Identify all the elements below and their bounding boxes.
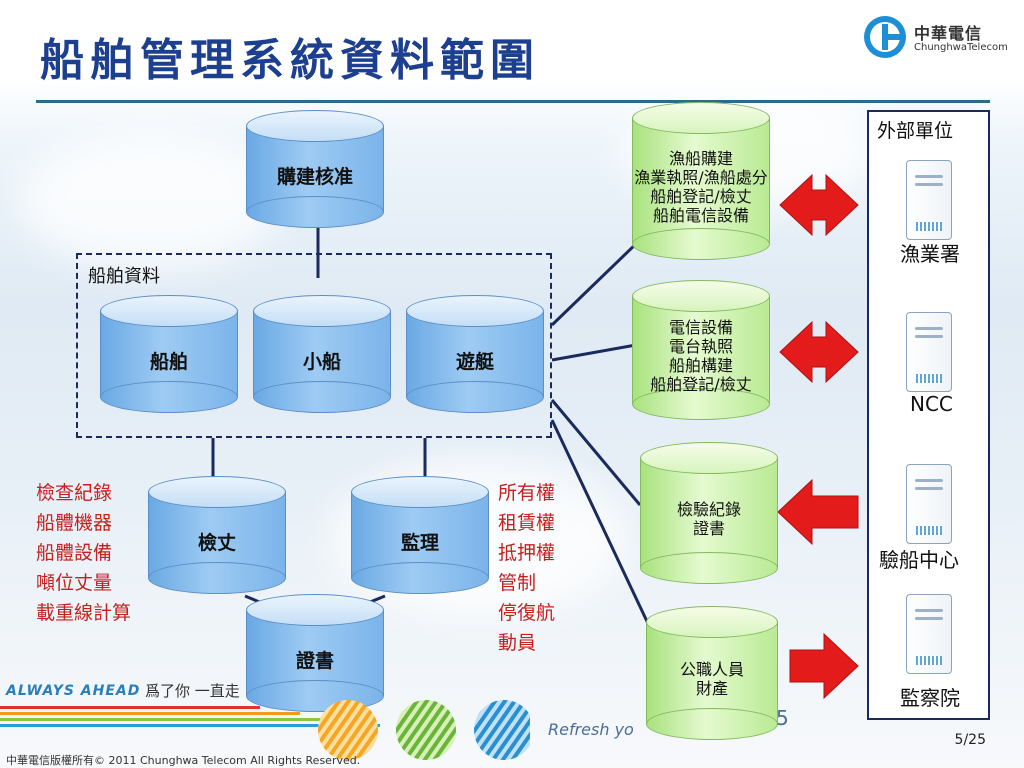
bidirectional-arrow-fishery [779, 173, 859, 237]
cylinder-official-property: 公職人員 財產 [646, 606, 778, 740]
official-property-line: 財產 [695, 679, 728, 698]
footer-stripe [0, 718, 340, 721]
server-icon [906, 464, 952, 544]
page-title: 船舶管理系統資料範圍 [40, 35, 540, 86]
ship-data-group [76, 253, 552, 438]
cylinder-certificate-label: 證書 [295, 649, 334, 672]
cylinder-inspection-record: 檢驗紀錄 證書 [640, 442, 778, 584]
cylinder-ship: 船舶 [100, 295, 238, 413]
cylinder-supervision-label: 監理 [400, 531, 439, 554]
fishery-data-line: 船舶電信設備 [652, 206, 749, 226]
chunghwa-logo: 中華電信 ChunghwaTelecom [862, 14, 1012, 64]
cylinder-yacht-label: 遊艇 [455, 350, 494, 373]
cylinder-telecom-data: 電信設備 電台執照 船舶構建 船舶登記/檢丈 [632, 280, 770, 420]
cylinder-inspection-label: 檢丈 [197, 531, 236, 554]
external-unit-ncc: NCC [910, 392, 953, 416]
external-units-title: 外部單位 [877, 120, 954, 142]
orange-ball [318, 700, 378, 760]
green-ball [396, 700, 456, 760]
server-icon [906, 160, 952, 240]
cylinder-small-boat: 小船 [253, 295, 391, 413]
arrow-to-control-yuan [789, 632, 859, 700]
connector-data-to-fishery [550, 238, 642, 327]
telecom-data-line: 船舶登記/檢丈 [650, 375, 752, 395]
fishery-data-line: 船舶登記/檢丈 [650, 187, 752, 206]
connector-data-to-official [550, 419, 654, 633]
external-unit-fishery-agency: 漁業署 [900, 242, 960, 266]
bidirectional-arrow-ncc [779, 320, 859, 384]
fishery-data-line: 漁業執照/漁船處分 [634, 167, 768, 187]
connector-data-to-inspection-record [550, 399, 642, 506]
connector-data-to-telecom [551, 343, 637, 362]
cylinder-inspection-record-label: 檢驗紀錄 證書 [640, 470, 778, 568]
cylinder-supervision: 監理 [351, 476, 489, 594]
server-icon [906, 594, 952, 674]
server-icon [906, 312, 952, 392]
telecom-data-line: 電台執照 [668, 336, 733, 356]
inspection-record-line: 檢驗紀錄 [676, 499, 741, 519]
external-unit-control-yuan: 監察院 [900, 686, 960, 710]
title-divider [36, 100, 990, 103]
cylinder-official-property-label: 公職人員 財產 [646, 634, 778, 724]
inspection-record-line: 證書 [692, 519, 725, 538]
blue-ball [474, 700, 530, 760]
footer-slogan: ALWAYS AHEAD [6, 683, 141, 699]
logo-text-en: ChunghwaTelecom [914, 42, 1008, 53]
footer-stripe [0, 712, 300, 715]
cylinder-fishery-data-label: 漁船購建 漁業執照/漁船處分 船舶登記/檢丈 船舶電信設備 [632, 130, 770, 244]
footer-refresh-text: Refresh yo [548, 720, 634, 739]
cylinder-telecom-data-label: 電信設備 電台執照 船舶構建 船舶登記/檢丈 [632, 308, 770, 404]
footer-stripe [0, 706, 260, 709]
cylinder-inspection: 檢丈 [148, 476, 286, 594]
cylinder-small-boat-label: 小船 [302, 350, 341, 373]
arrow-from-inspection-center [777, 478, 859, 546]
footer-decor-balls [318, 700, 530, 760]
telecom-data-line: 電信設備 [668, 317, 733, 337]
official-property-line: 公職人員 [679, 659, 744, 679]
chunghwa-logo-icon [864, 16, 906, 58]
fishery-data-line: 漁船購建 [668, 148, 733, 168]
copyright-notice: 中華電信版權所有© 2011 Chunghwa Telecom All Righ… [6, 754, 361, 767]
cylinder-yacht: 遊艇 [406, 295, 544, 413]
cylinder-fishery-data: 漁船購建 漁業執照/漁船處分 船舶登記/檢丈 船舶電信設備 [632, 102, 770, 260]
inspection-items-list: 檢查紀錄 船體機器 船體設備 噸位丈量 載重線計算 [36, 482, 132, 624]
supervision-items-list: 所有權 租賃權 抵押權 管制 停復航 動員 [498, 482, 556, 654]
cylinder-approval: 購建核准 [246, 110, 384, 228]
footer-stripe [0, 724, 380, 727]
cylinder-ship-label: 船舶 [149, 350, 188, 373]
ship-data-group-label: 船舶資料 [88, 266, 160, 287]
footer-slogan-zh: 爲了你 一直走 [145, 682, 240, 700]
logo-text-zh: 中華電信 [914, 24, 983, 43]
cylinder-approval-label: 購建核准 [276, 165, 353, 188]
telecom-data-line: 船舶構建 [668, 356, 733, 375]
background-cloud [20, 130, 280, 270]
external-unit-inspection-center: 驗船中心 [879, 548, 959, 572]
footer-ghost-number: 5 [776, 706, 789, 730]
page-number: 5/25 [954, 732, 986, 748]
